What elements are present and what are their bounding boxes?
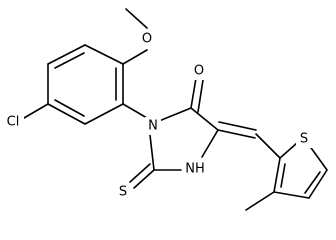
ring-nitrogen-label: N [148, 119, 158, 134]
bond-thiophene-c5-c4-inner [304, 171, 321, 194]
bond-ring-a-2 [47, 44, 86, 65]
bond-c5-nh [201, 129, 219, 158]
bond-ring-a-1 [84, 44, 124, 65]
bond-ring-a-2-inner [54, 52, 85, 69]
bond-thiophene-c3-c2-inner [280, 163, 286, 188]
ring-nitrogen-mask [145, 117, 161, 135]
methoxy-oxygen-label: O [142, 32, 152, 47]
bond-thiophene-c2-s [279, 142, 298, 159]
bond-thiophene-c3-c2 [273, 157, 281, 193]
methoxy-oxygen-mask [139, 30, 155, 48]
amine-nh-mask [182, 160, 208, 178]
chemical-structure-diagram: O O Cl N S NH S [2, 8, 328, 211]
bond-ring-a-5 [84, 103, 124, 125]
bond-c2-n [149, 134, 155, 171]
bond-thiophene-methyl [245, 191, 275, 211]
chlorine-label: Cl [7, 115, 20, 130]
bond-ring-a-4 [47, 103, 86, 125]
bond-methine-thiophene [255, 133, 281, 159]
bond-c2-s-second [129, 163, 151, 183]
bond-carbonyl-c-c5 [190, 107, 219, 131]
bond-n-carbonyl-c [158, 107, 192, 122]
bond-thiophene-s-c5 [308, 144, 328, 171]
bond-aryl-cl [23, 103, 49, 119]
bond-aryl-n [122, 103, 148, 119]
bond-o-aryl [122, 49, 148, 65]
bond-thiophene-c4-c3 [273, 191, 310, 199]
bond-carbonyl-c-o-second [197, 79, 204, 113]
thiophene-sulfur-label: S [300, 132, 308, 147]
bond-c2-s [133, 169, 155, 189]
carbonyl-oxygen-label: O [194, 64, 204, 79]
bond-carbonyl-c-o [190, 77, 197, 109]
amine-nh-label: NH [185, 162, 205, 177]
bond-thiophene-c5-c4 [308, 169, 328, 199]
bond-methyl-o [125, 8, 148, 29]
bond-exocyclic-1 [217, 129, 256, 139]
carbonyl-oxygen-mask [191, 62, 207, 80]
chlorine-mask [2, 113, 24, 131]
thioxo-sulfur-label: S [119, 185, 127, 200]
bond-ring-a-4-inner [54, 99, 85, 117]
thioxo-sulfur-mask [115, 183, 131, 201]
bond-exocyclic-2 [218, 121, 257, 131]
thiophene-sulfur-mask [296, 130, 312, 148]
